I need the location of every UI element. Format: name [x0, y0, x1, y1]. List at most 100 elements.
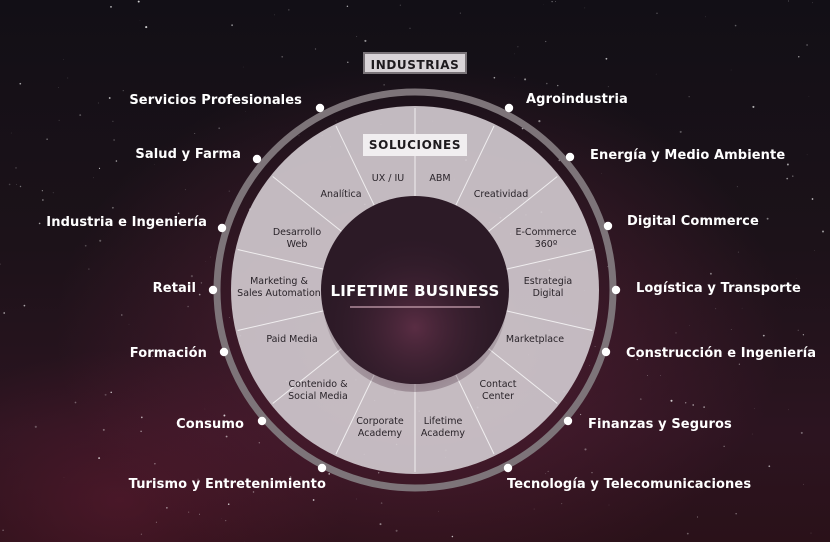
- segment-divider: [335, 374, 375, 455]
- star: [594, 345, 596, 347]
- star: [545, 40, 547, 43]
- star: [737, 251, 739, 253]
- segment-divider: [455, 125, 495, 206]
- star: [356, 36, 358, 37]
- star: [88, 268, 90, 270]
- solution-label: Contenido & Social Media: [288, 379, 348, 402]
- star: [514, 53, 515, 55]
- star: [99, 239, 102, 242]
- industry-label-right: Agroindustria: [526, 92, 628, 107]
- industry-label-left: Turismo y Entretenimiento: [128, 477, 326, 492]
- star: [736, 186, 738, 188]
- star: [605, 57, 608, 60]
- industry-dot: [563, 416, 573, 426]
- star: [137, 0, 140, 3]
- star: [803, 483, 805, 485]
- star: [451, 535, 454, 538]
- star: [98, 167, 101, 169]
- star: [23, 304, 26, 307]
- star: [808, 95, 810, 97]
- solution-label: E-Commerce 360º: [515, 227, 577, 250]
- star: [231, 24, 233, 27]
- star: [205, 261, 207, 263]
- star: [152, 355, 154, 357]
- star: [121, 314, 123, 316]
- star: [379, 523, 382, 526]
- star: [377, 472, 380, 474]
- star: [812, 2, 813, 4]
- star: [704, 480, 707, 483]
- star: [347, 61, 349, 64]
- star: [692, 404, 695, 406]
- star: [735, 513, 737, 515]
- star: [335, 120, 337, 122]
- star: [108, 97, 111, 99]
- star: [395, 529, 398, 532]
- star: [607, 86, 609, 88]
- star: [730, 69, 732, 71]
- star: [93, 177, 94, 179]
- segment-divider: [455, 374, 495, 455]
- solution-label: Corporate Academy: [356, 416, 404, 439]
- center-title: LIFETIME BUSINESS: [330, 282, 500, 300]
- star: [242, 66, 244, 68]
- industry-dot: [252, 154, 262, 164]
- star: [139, 20, 141, 21]
- segment-divider: [237, 249, 324, 270]
- star: [364, 39, 367, 42]
- star: [314, 48, 317, 50]
- star: [797, 329, 799, 331]
- industry-dot: [504, 103, 514, 113]
- industry-dot: [603, 221, 613, 231]
- industry-dot: [317, 463, 327, 473]
- star: [0, 263, 1, 265]
- star: [438, 510, 439, 512]
- star: [754, 407, 755, 409]
- star: [200, 282, 203, 284]
- star: [3, 312, 6, 314]
- star: [210, 256, 211, 258]
- star: [346, 5, 349, 8]
- solution-label: Analítica: [320, 189, 362, 200]
- star: [204, 408, 206, 410]
- star: [675, 332, 677, 334]
- star: [584, 7, 586, 9]
- industry-dot: [257, 416, 267, 426]
- segment-divider: [237, 310, 324, 331]
- star: [111, 206, 114, 209]
- star: [656, 12, 658, 14]
- star: [190, 275, 193, 278]
- star: [58, 87, 59, 88]
- star: [225, 96, 228, 99]
- star: [738, 363, 740, 365]
- star: [584, 448, 587, 451]
- star: [798, 56, 800, 58]
- industry-label-right: Energía y Medio Ambiente: [590, 148, 786, 163]
- star: [227, 503, 230, 505]
- star: [42, 199, 44, 201]
- star: [741, 307, 743, 309]
- star: [223, 414, 226, 417]
- star: [328, 473, 331, 475]
- star: [788, 0, 789, 2]
- star: [399, 4, 401, 6]
- star: [802, 334, 805, 336]
- star: [356, 498, 357, 500]
- star: [810, 532, 812, 534]
- industry-label-left: Salud y Farma: [135, 147, 241, 162]
- star: [751, 433, 753, 435]
- star: [110, 6, 112, 8]
- star: [63, 477, 65, 478]
- star: [762, 334, 765, 337]
- star: [639, 398, 642, 400]
- industries-header: INDUSTRIAS: [363, 52, 467, 74]
- solution-label: Paid Media: [266, 334, 318, 345]
- star: [74, 401, 77, 404]
- star: [551, 0, 553, 3]
- star: [786, 177, 789, 180]
- industry-dot: [208, 285, 218, 295]
- star: [709, 272, 712, 275]
- star: [165, 285, 167, 287]
- star: [79, 114, 82, 117]
- star: [218, 127, 221, 130]
